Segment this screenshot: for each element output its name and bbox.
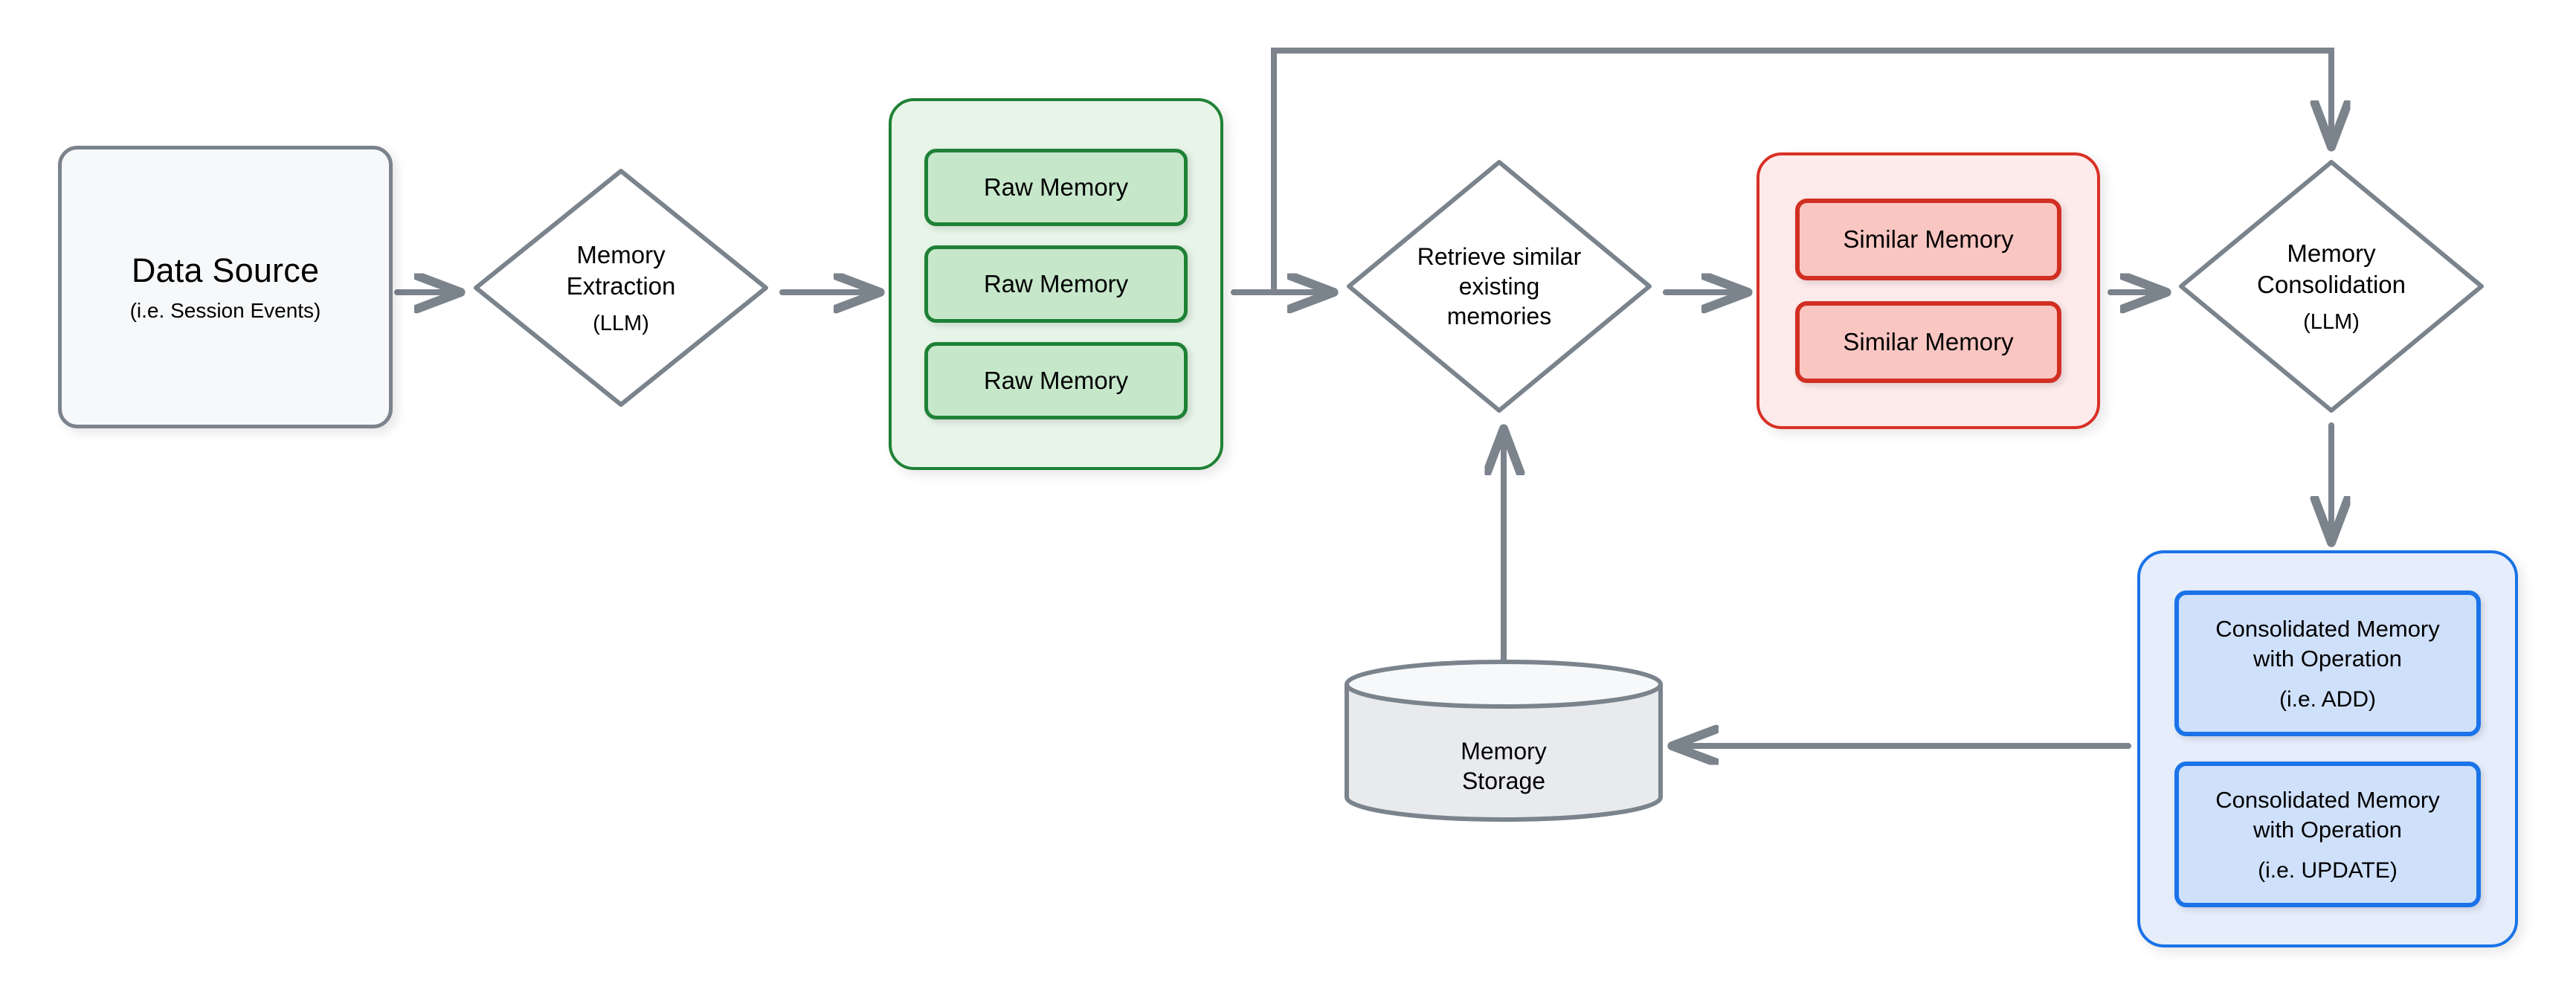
chip-similar-memory-2[interactable]: Similar Memory [1795, 301, 2061, 383]
chip-raw-memory-2[interactable]: Raw Memory [924, 245, 1188, 323]
chip-raw-memory-1[interactable]: Raw Memory [924, 149, 1188, 226]
chip-consolidated-memory-add[interactable]: Consolidated Memory with Operation (i.e.… [2174, 590, 2481, 736]
chip-consolidated-add-line2: with Operation [2253, 646, 2402, 672]
cylinder-shape [1345, 660, 1663, 822]
chip-raw-memory-3[interactable]: Raw Memory [924, 342, 1188, 419]
group-consolidated-memory[interactable]: Consolidated Memory with Operation (i.e.… [2137, 550, 2518, 947]
chip-raw-memory-3-label: Raw Memory [983, 367, 1129, 394]
group-similar-memory[interactable]: Similar Memory Similar Memory [1756, 152, 2100, 429]
node-data-source[interactable]: Data Source (i.e. Session Events) [58, 146, 393, 428]
group-raw-memory[interactable]: Raw Memory Raw Memory Raw Memory [889, 98, 1223, 470]
chip-consolidated-update-line1: Consolidated Memory [2215, 787, 2440, 814]
diamond-shape [2179, 160, 2484, 413]
data-source-subtitle: (i.e. Session Events) [129, 299, 321, 322]
chip-similar-memory-1[interactable]: Similar Memory [1795, 199, 2061, 280]
chip-similar-memory-2-label: Similar Memory [1843, 328, 2014, 355]
chip-consolidated-add-line1: Consolidated Memory [2215, 616, 2440, 643]
chip-consolidated-add-subtitle: (i.e. ADD) [2279, 686, 2377, 712]
chip-raw-memory-2-label: Raw Memory [983, 270, 1129, 297]
chip-consolidated-update-line2: with Operation [2253, 817, 2402, 843]
chip-consolidated-memory-update[interactable]: Consolidated Memory with Operation (i.e.… [2174, 762, 2481, 907]
diamond-shape [1347, 160, 1652, 413]
diamond-shape [474, 169, 768, 407]
node-memory-extraction[interactable]: Memory Extraction (LLM) [470, 165, 772, 411]
node-memory-storage[interactable]: Memory Storage [1343, 659, 1664, 823]
chip-raw-memory-1-label: Raw Memory [983, 173, 1129, 201]
node-memory-consolidation[interactable]: Memory Consolidation (LLM) [2175, 156, 2488, 416]
data-source-title: Data Source [131, 251, 320, 289]
chip-consolidated-update-subtitle: (i.e. UPDATE) [2258, 857, 2398, 883]
chip-similar-memory-1-label: Similar Memory [1843, 225, 2014, 253]
node-retrieve-similar-memories[interactable]: Retrieve similar existing memories [1343, 156, 1655, 416]
